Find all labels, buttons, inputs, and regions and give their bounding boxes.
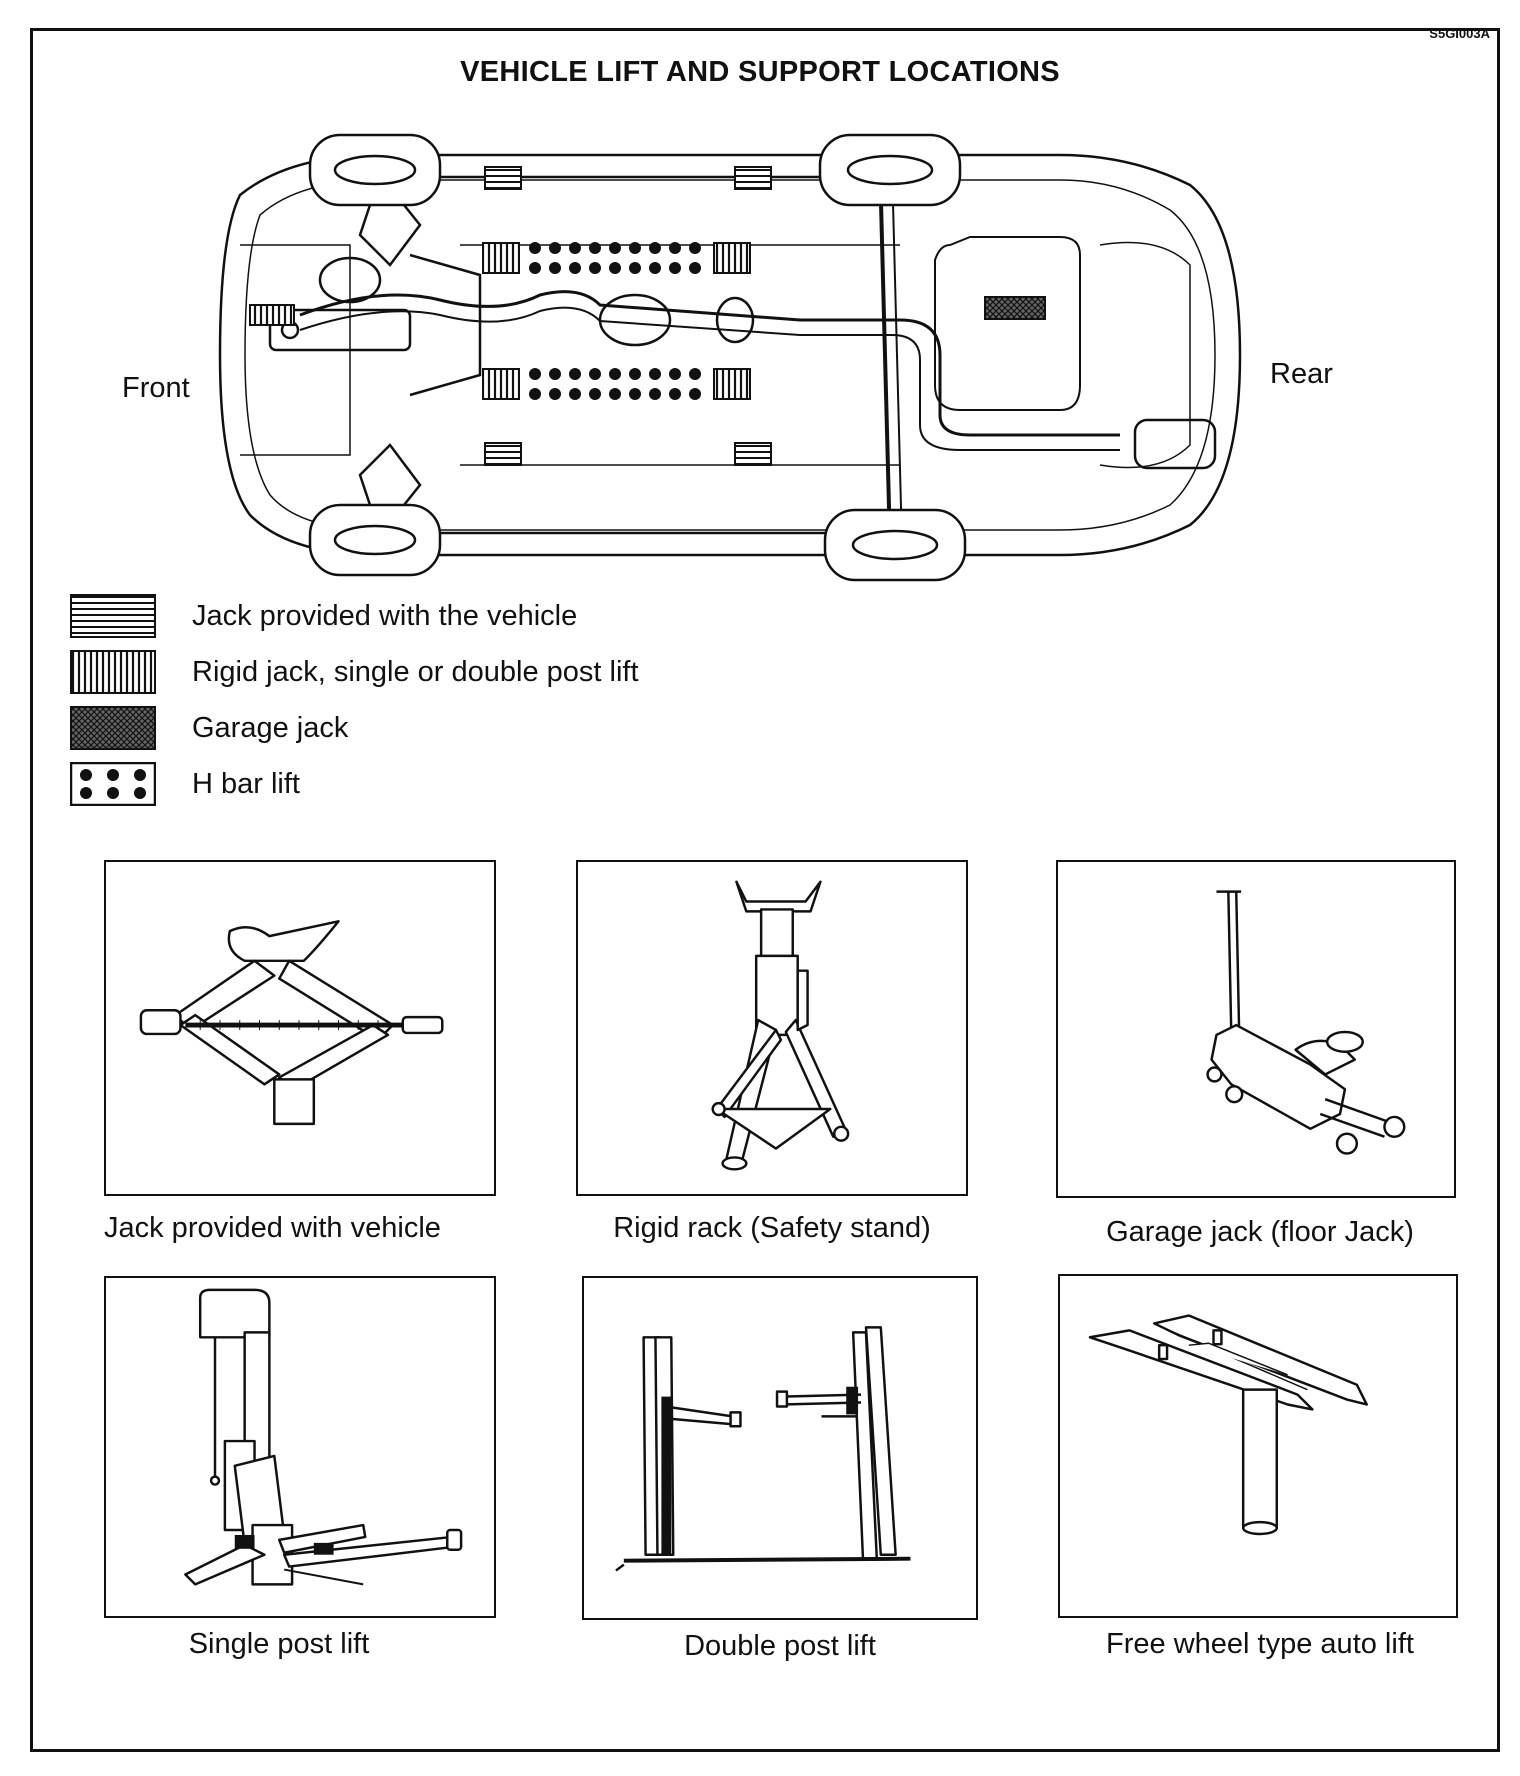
vertical-lines-swatch-icon: [70, 650, 156, 694]
scissor-jack-panel: [104, 860, 496, 1196]
floor-jack-icon: [1206, 890, 1406, 1155]
legend-label: Jack provided with the vehicle: [192, 600, 578, 632]
free-wheel-lift-panel: [1058, 1274, 1458, 1618]
horizontal-lines-swatch-icon: [70, 594, 156, 638]
double-post-lift-caption: Double post lift: [684, 1630, 876, 1662]
free-wheel-lift-icon: [1088, 1314, 1368, 1536]
single-post-lift-icon: [184, 1288, 463, 1586]
rear-label: Rear: [1270, 358, 1333, 390]
free-wheel-lift-caption: Free wheel type auto lift: [1106, 1628, 1414, 1660]
vehicle-underside-diagram: [218, 133, 1242, 582]
single-post-lift-panel: [104, 1276, 496, 1618]
double-post-lift-panel: [582, 1276, 978, 1620]
legend-label: Rigid jack, single or double post lift: [192, 656, 639, 688]
safety-stand-panel: [576, 860, 968, 1196]
legend-label: H bar lift: [192, 768, 300, 800]
front-label: Front: [122, 372, 190, 404]
scissor-jack-caption: Jack provided with vehicle: [104, 1212, 441, 1244]
safety-stand-icon: [711, 880, 850, 1171]
double-post-lift-icon: [615, 1326, 911, 1572]
safety-stand-caption: Rigid rack (Safety stand): [613, 1212, 931, 1244]
floor-jack-caption: Garage jack (floor Jack): [1106, 1216, 1414, 1248]
dots-swatch-icon: [70, 762, 156, 806]
page-frame: [30, 28, 1500, 1752]
single-post-lift-caption: Single post lift: [188, 1628, 370, 1660]
scissor-jack-icon: [139, 920, 444, 1126]
legend-label: Garage jack: [192, 712, 349, 744]
floor-jack-panel: [1056, 860, 1456, 1198]
crosshatch-swatch-icon: [70, 706, 156, 750]
figure-code: S5GI003A: [1429, 26, 1490, 41]
page-title: VEHICLE LIFT AND SUPPORT LOCATIONS: [460, 56, 1060, 88]
